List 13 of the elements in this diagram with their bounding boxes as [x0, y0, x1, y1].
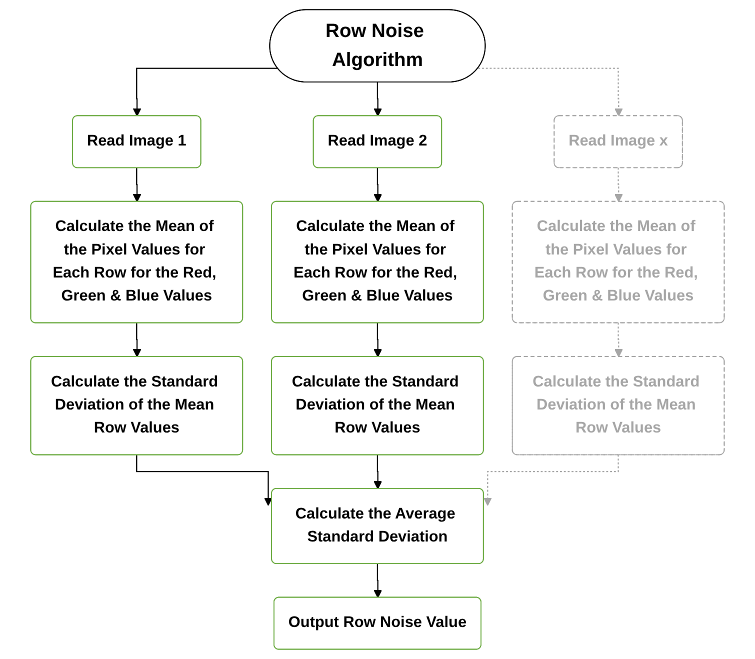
arrow	[132, 322, 142, 358]
arrow	[614, 322, 623, 358]
arrow	[136, 454, 272, 506]
arrow	[483, 454, 620, 506]
arrow	[374, 82, 382, 117]
arrow	[374, 563, 382, 598]
arrow	[132, 68, 278, 117]
arrow	[478, 68, 623, 117]
arrow	[374, 322, 382, 358]
arrow	[374, 454, 382, 490]
arrow	[374, 168, 382, 202]
arrow	[132, 168, 142, 202]
arrow	[614, 168, 623, 202]
